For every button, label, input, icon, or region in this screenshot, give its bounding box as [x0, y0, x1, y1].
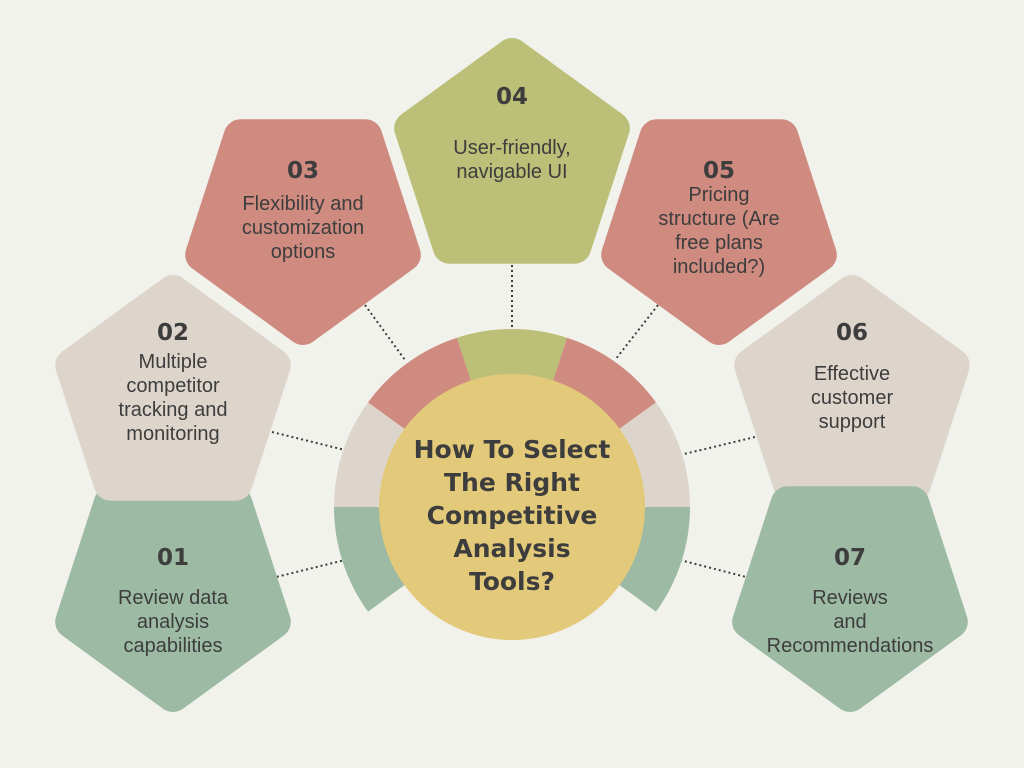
ring-segment-05: [551, 337, 657, 432]
item-label-line: Pricing: [688, 184, 749, 206]
item-label-line: analysis: [137, 611, 209, 633]
ring-segment-07: [615, 507, 690, 612]
item-label-line: User-friendly,: [453, 137, 570, 159]
item-label-line: Flexibility and: [242, 193, 363, 215]
item-label-line: capabilities: [124, 635, 223, 657]
connector-line-07: [679, 559, 751, 579]
pentagon-04: [394, 38, 630, 264]
pentagon-03: [185, 119, 421, 345]
center-title: How To Select The Right Competitive Anal…: [414, 435, 611, 596]
connector-line-03: [364, 304, 406, 361]
title-line: How To Select: [414, 435, 611, 464]
title-line: Tools?: [469, 567, 555, 596]
item-number: 06: [836, 320, 868, 346]
item-number: 07: [834, 545, 866, 571]
ring: [334, 329, 690, 612]
item-label-line: free plans: [675, 232, 763, 254]
item-label-line: Effective: [814, 363, 890, 385]
connectors: [271, 265, 756, 579]
item-number: 04: [496, 84, 528, 110]
item-number: 01: [157, 545, 189, 571]
center-circle: [379, 374, 645, 640]
pentagon-06: [734, 275, 970, 501]
ring-segment-02: [334, 402, 409, 507]
pentagon-07: [732, 486, 968, 712]
pentagon-05: [601, 119, 837, 345]
ring-segment-04: [456, 329, 568, 386]
item-label-line: customization: [242, 217, 364, 239]
connector-line-05: [614, 304, 659, 361]
item-label-line: Review data: [118, 587, 229, 609]
item-label-line: options: [271, 241, 336, 263]
ring-segment-06: [615, 402, 690, 507]
item-number: 02: [157, 320, 189, 346]
item-label-line: included?): [673, 256, 765, 278]
title-line: The Right: [444, 468, 580, 497]
pentagon-01: [55, 486, 291, 712]
item-label-line: Recommendations: [767, 635, 934, 657]
item-label-line: tracking and: [119, 399, 228, 421]
item-number: 05: [703, 158, 735, 184]
item-label-line: Reviews: [812, 587, 888, 609]
item-number: 03: [287, 158, 319, 184]
item-label-line: and: [833, 611, 866, 633]
ring-segment-01: [334, 507, 409, 612]
item-label-line: structure (Are: [658, 208, 779, 230]
pentagon-02: [55, 275, 291, 501]
item-label-line: support: [819, 411, 886, 433]
item-label-line: customer: [811, 387, 894, 409]
ring-segment-03: [367, 337, 473, 432]
item-label-line: competitor: [126, 375, 220, 397]
pentagons: [55, 38, 970, 712]
title-line: Competitive: [427, 501, 598, 530]
item-label-line: navigable UI: [456, 161, 567, 183]
item-label-line: Multiple: [139, 351, 208, 373]
item-label-line: monitoring: [126, 423, 219, 445]
title-line: Analysis: [453, 534, 570, 563]
